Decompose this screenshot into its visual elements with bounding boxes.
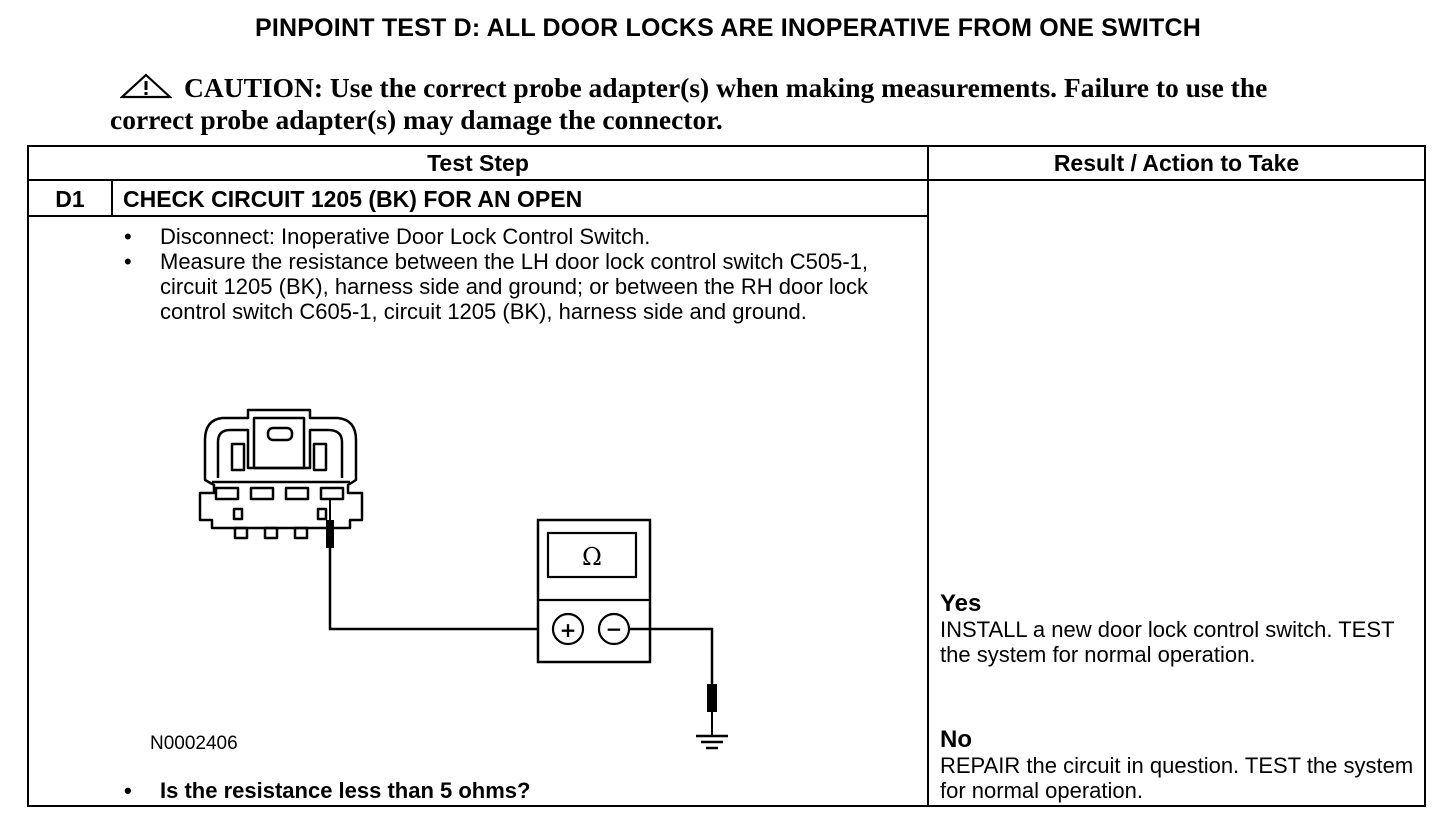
step-instructions: Disconnect: Inoperative Door Lock Contro… xyxy=(120,224,910,324)
meter-display-symbol: Ω xyxy=(582,543,602,571)
connector-illustration xyxy=(198,408,364,540)
column-divider xyxy=(927,145,929,807)
caution-note: CAUTION: Use the correct probe adapter(s… xyxy=(110,72,1330,136)
caution-label: CAUTION: xyxy=(184,72,324,103)
result-no-label: No xyxy=(940,726,972,753)
step-id: D1 xyxy=(55,186,85,212)
header-divider xyxy=(27,179,1426,181)
ohmmeter: Ω + − xyxy=(536,518,652,664)
warning-triangle-icon xyxy=(120,73,172,99)
plus-terminal-label: + xyxy=(560,618,577,642)
plus-terminal xyxy=(551,612,585,646)
pinpoint-test-table xyxy=(27,145,1426,807)
result-yes-label: Yes xyxy=(940,590,982,617)
step-id-divider xyxy=(111,180,113,216)
negative-probe xyxy=(707,684,717,736)
column-header-result: Result / Action to Take xyxy=(1053,150,1300,176)
minus-terminal-label: − xyxy=(606,617,623,641)
result-no-text: REPAIR the circuit in question. TEST the… xyxy=(940,753,1414,803)
figure-id: N0002406 xyxy=(150,733,238,754)
caution-text: Use the correct probe adapter(s) when ma… xyxy=(110,72,1268,135)
instruction-item: Measure the resistance between the LH do… xyxy=(120,249,910,324)
column-header-test-step: Test Step xyxy=(427,150,529,176)
test-question: Is the resistance less than 5 ohms? xyxy=(120,778,530,804)
negative-lead xyxy=(629,627,714,686)
ground-icon xyxy=(696,734,728,750)
step-title: CHECK CIRCUIT 1205 (BK) FOR AN OPEN xyxy=(123,186,583,212)
step-title-divider xyxy=(27,215,929,217)
page-title: PINPOINT TEST D: ALL DOOR LOCKS ARE INOP… xyxy=(255,14,1201,42)
result-yes-text: INSTALL a new door lock control switch. … xyxy=(940,617,1395,667)
positive-probe xyxy=(326,500,334,548)
instruction-item: Disconnect: Inoperative Door Lock Contro… xyxy=(120,224,910,249)
positive-lead xyxy=(328,548,551,631)
